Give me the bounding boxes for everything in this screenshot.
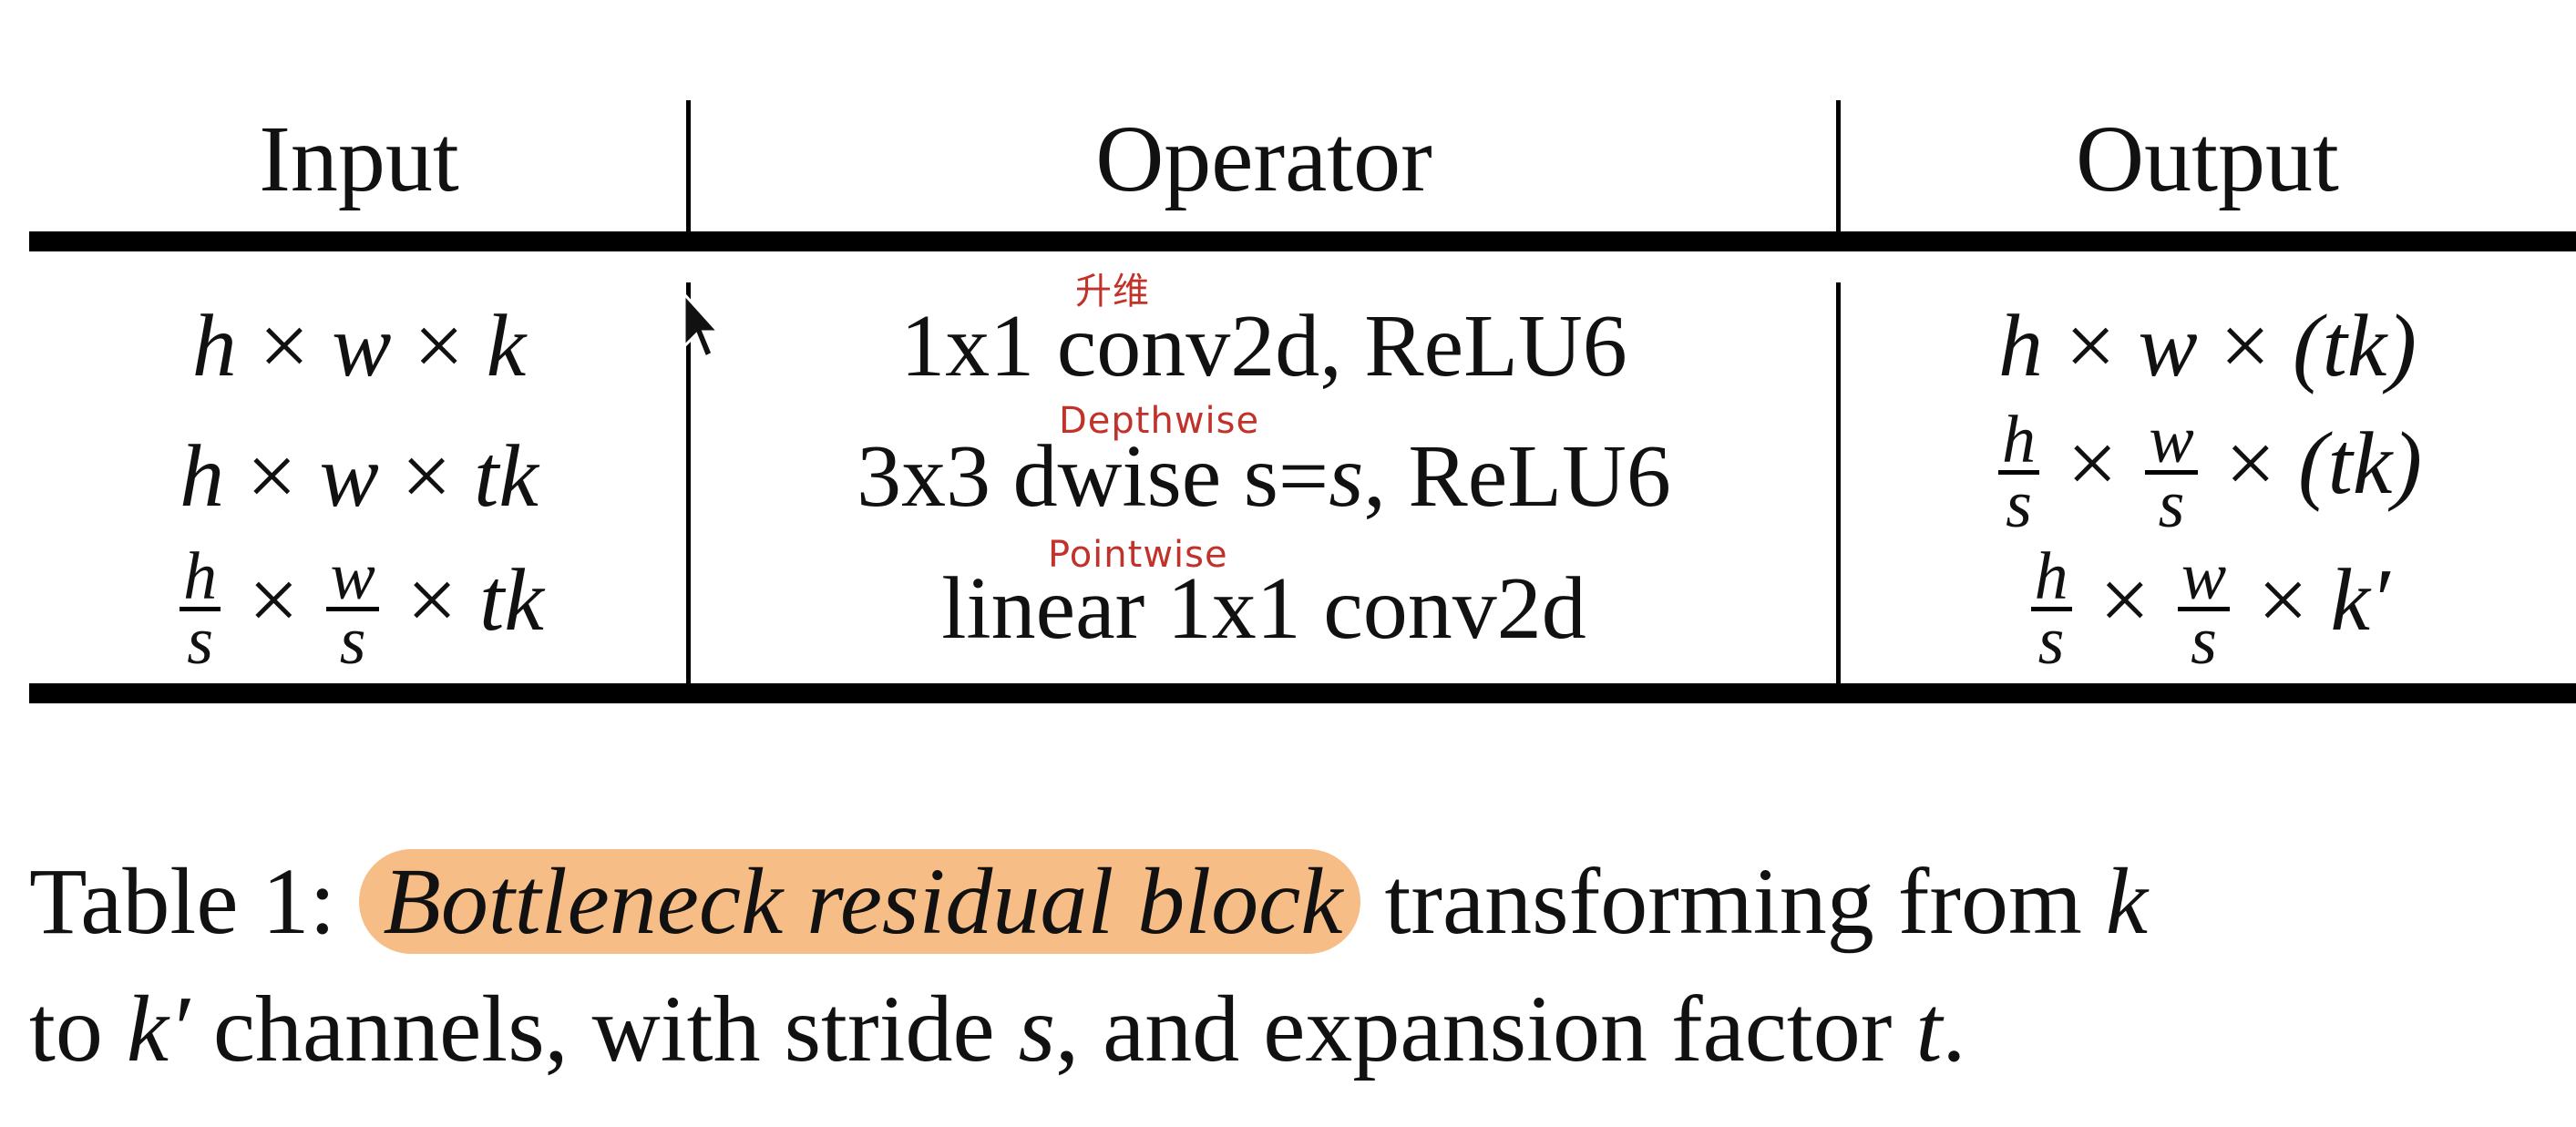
annotation-depthwise: Depthwise [1059, 400, 1260, 442]
caption-line-2: to k′ channels, with stride s, and expan… [29, 977, 1966, 1081]
body-separator-2 [1836, 282, 1841, 683]
annotation-pointwise: Pointwise [1048, 534, 1228, 576]
header-separator-2 [1836, 100, 1841, 231]
row2-operator: 3x3 dwise s=s, ReLU6 [857, 427, 1671, 526]
mouse-cursor-icon [682, 292, 720, 360]
header-input: Input [259, 107, 459, 211]
row2-input: h × w × tk [180, 427, 539, 526]
body-separator-1 [686, 282, 691, 683]
caption-highlight: Bottleneck residual block [359, 849, 1361, 954]
caption-line-1: Table 1: Bottleneck residual block trans… [29, 849, 2149, 954]
row1-input: h × w × k [191, 297, 527, 395]
row3-operator: linear 1x1 conv2d [941, 559, 1586, 658]
table-bottom-rule [29, 683, 2576, 703]
header-output: Output [2076, 107, 2339, 211]
row1-operator: 1x1 conv2d, ReLU6 [900, 297, 1627, 395]
annotation-shengwei: 升维 [1075, 271, 1150, 312]
caption-label: Table 1: [29, 849, 336, 954]
row1-output: h × w × (tk) [1998, 297, 2417, 395]
header-operator: Operator [1095, 107, 1432, 211]
header-separator-1 [686, 100, 691, 231]
table-top-rule [29, 231, 2576, 251]
